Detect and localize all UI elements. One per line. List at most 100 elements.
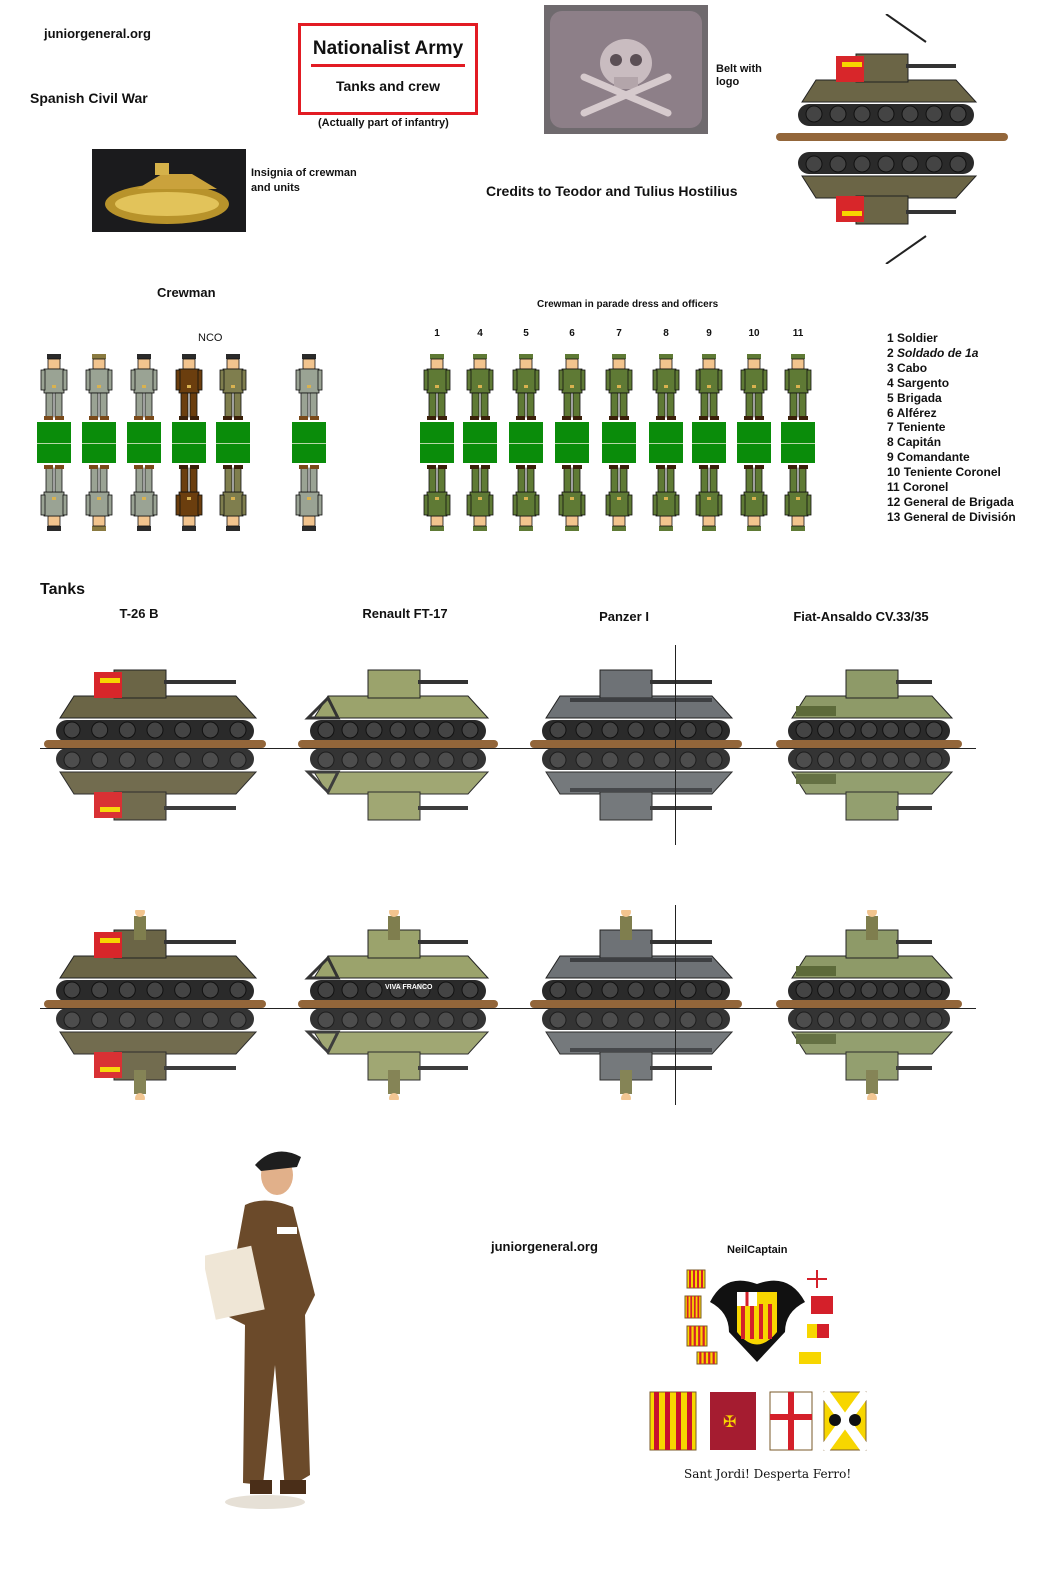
crewman-figure-front xyxy=(218,352,248,427)
rank-label: Comandante xyxy=(897,450,970,465)
tank-base xyxy=(44,740,266,748)
parade-figure-back xyxy=(465,463,495,538)
rank-label: General de Brigada xyxy=(903,494,1014,509)
crewman-figure-back xyxy=(294,463,324,538)
rank-number: 11 xyxy=(887,480,900,495)
crewman-figure-front xyxy=(39,352,69,427)
catalan-heraldry: ✠ xyxy=(645,1262,875,1462)
rank-number: 12 xyxy=(887,494,901,509)
belt-caption-line1: Belt with xyxy=(716,63,762,75)
page-title: Nationalist Army xyxy=(312,38,464,59)
crewman-figure-front xyxy=(84,352,114,427)
footer-site-link[interactable]: juniorgeneral.org xyxy=(491,1239,598,1254)
parade-figure-base xyxy=(692,422,726,463)
rank-number: 5 xyxy=(887,390,894,405)
parade-figure-back xyxy=(511,463,541,538)
fold-line xyxy=(40,748,976,749)
parade-number: 7 xyxy=(616,328,622,339)
parade-figure-front xyxy=(557,352,587,427)
rank-item: 11 Coronel xyxy=(887,480,1016,495)
tank-model-label: Fiat-Ansaldo CV.33/35 xyxy=(793,609,929,624)
tank-model-label: Renault FT-17 xyxy=(362,606,448,621)
svg-text:✠: ✠ xyxy=(723,1414,736,1431)
crewman-figure-back xyxy=(174,463,204,538)
rank-label: Brigada xyxy=(897,390,942,405)
crewman-heading: Crewman xyxy=(157,285,216,300)
parade-number: 10 xyxy=(748,328,760,339)
rank-number: 8 xyxy=(887,435,894,450)
tank-insignia-icon xyxy=(105,163,229,224)
parade-figure-base xyxy=(420,422,454,463)
site-link[interactable]: juniorgeneral.org xyxy=(44,26,151,41)
tanks-heading: Tanks xyxy=(40,581,86,598)
parade-figure-base xyxy=(509,422,543,463)
tank-base xyxy=(530,740,742,748)
tank-renault-ft-17 xyxy=(304,669,490,821)
crewman-figure-base xyxy=(292,422,326,463)
tank-slogan: VIVA FRANCO xyxy=(385,984,433,991)
tank-t-26-b xyxy=(56,669,258,821)
tank-base xyxy=(44,1000,266,1008)
tank-base xyxy=(776,1000,962,1008)
tank-base xyxy=(298,1000,498,1008)
coat-of-arms-icon: ✠ xyxy=(649,1269,871,1453)
rank-number: 2 xyxy=(887,345,894,360)
title-underline xyxy=(311,64,465,67)
rank-item: 13 General de División xyxy=(887,510,1016,525)
rank-number: 4 xyxy=(887,375,894,390)
rank-label: Alférez xyxy=(896,405,937,420)
parade-figure-base xyxy=(649,422,683,463)
parade-figure-front xyxy=(465,352,495,427)
rank-item: 7 Teniente xyxy=(887,420,1016,435)
parade-figure-front xyxy=(694,352,724,427)
rank-label: Sargento xyxy=(897,375,950,390)
rank-label: Teniente xyxy=(897,420,946,435)
parade-figure-base xyxy=(602,422,636,463)
rank-item: 1 Soldier xyxy=(887,331,1016,346)
belt-buckle-photo xyxy=(544,5,708,134)
tank-renault-ft-17 xyxy=(304,910,490,1100)
tank-base xyxy=(530,1000,742,1008)
tank-officer-illustration xyxy=(202,1145,335,1510)
parade-figure-front xyxy=(739,352,769,427)
parade-figure-back xyxy=(604,463,634,538)
nco-label: NCO xyxy=(198,332,223,344)
belt-caption-line2: logo xyxy=(716,76,740,88)
parade-figure-base xyxy=(737,422,771,463)
insignia-photo xyxy=(92,149,246,232)
rank-item: 8 Capitán xyxy=(887,435,1016,450)
title-note: (Actually part of infantry) xyxy=(318,117,449,129)
crewman-figure-base xyxy=(37,422,71,463)
parade-figure-back xyxy=(739,463,769,538)
cut-line xyxy=(675,645,676,845)
rank-item: 3 Cabo xyxy=(887,361,1016,376)
parade-number: 1 xyxy=(434,328,440,339)
parade-figure-front xyxy=(651,352,681,427)
rank-number: 1 xyxy=(887,331,894,345)
insignia-caption-line2: and units xyxy=(251,182,300,194)
parade-figure-base xyxy=(463,422,497,463)
rank-item: 12 General de Brigada xyxy=(887,495,1016,510)
rank-label: Coronel xyxy=(903,480,949,495)
parade-figure-back xyxy=(651,463,681,538)
war-label: Spanish Civil War xyxy=(30,90,148,106)
parade-number: 9 xyxy=(706,328,712,339)
crewman-figure-back xyxy=(39,463,69,538)
tank-fiat-ansaldo-cv-33-35 xyxy=(788,669,954,821)
rank-item: 6 Alférez xyxy=(887,406,1016,421)
parade-number: 4 xyxy=(477,328,483,339)
crewman-figure-base xyxy=(82,422,116,463)
rank-number: 6 xyxy=(887,405,894,420)
parade-figure-base xyxy=(555,422,589,463)
officer-figure-icon xyxy=(202,1151,315,1509)
tank-model-label: T-26 B xyxy=(119,606,159,621)
rank-item: 9 Comandante xyxy=(887,450,1016,465)
rank-label: Cabo xyxy=(897,360,928,375)
parade-figure-base xyxy=(781,422,815,463)
crewman-figure-front xyxy=(129,352,159,427)
parade-number: 6 xyxy=(569,328,575,339)
credits-text: Credits to Teodor and Tulius Hostilius xyxy=(486,183,738,199)
rank-number: 10 xyxy=(887,465,901,480)
page-subtitle: Tanks and crew xyxy=(335,78,440,94)
